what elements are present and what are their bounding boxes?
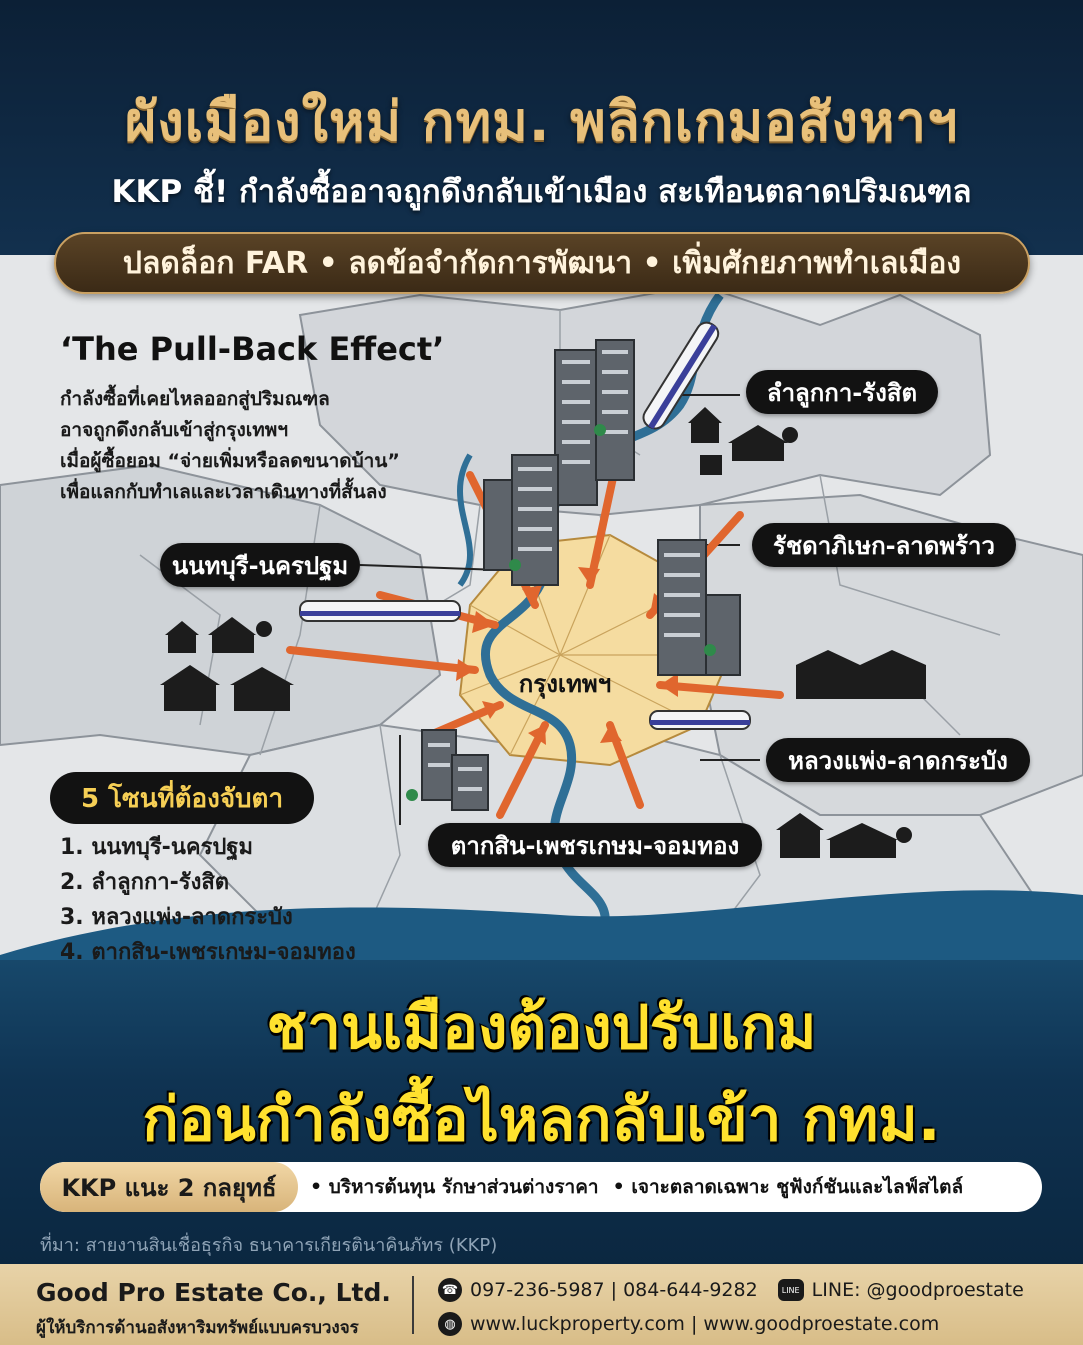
contact-phone-line: ☎ 097-236-5987 | 084-644-9282 LINE LINE:… xyxy=(438,1278,1024,1302)
headline-line-1: ชานเมืองต้องปรับเกม xyxy=(266,993,817,1063)
district-north xyxy=(298,283,992,517)
train-west xyxy=(299,600,461,622)
line-icon: LINE xyxy=(777,1279,804,1301)
bangkok-map xyxy=(0,283,1083,975)
houses-north xyxy=(688,407,798,475)
tower-group-east xyxy=(657,539,741,676)
label-ratchada: รัชดาภิเษก-ลาดพร้าว xyxy=(752,523,1016,567)
river-branch xyxy=(457,453,473,587)
footer-divider xyxy=(412,1276,414,1334)
footer: Good Pro Estate Co., Ltd. ผู้ให้บริการด้… xyxy=(0,1264,1083,1345)
district-west xyxy=(0,463,442,757)
strategy-items: • บริหารต้นทุน รักษาส่วนต่างราคา • เจาะต… xyxy=(298,1172,977,1202)
pullback-description: กำลังซื้อที่เคยไหลออกสู่ปริมณฑล อาจถูกดึ… xyxy=(60,384,480,508)
strategy-item: • เจาะตลาดเฉพาะ ชูฟังก์ชันและไลฟ์สไตล์ xyxy=(612,1176,964,1198)
pullback-line: เพื่อแลกกับทำเลและเวลาเดินทางที่สั้นลง xyxy=(60,481,387,503)
source-note: ที่มา: สายงานสินเชื่อธุรกิจ ธนาคารเกียรต… xyxy=(40,1235,498,1256)
houses-west xyxy=(160,617,294,711)
headline-line-2: ก่อนกำลังซื้อไหลกลับเข้า กทม. xyxy=(142,1085,941,1155)
line-id[interactable]: LINE: @goodproestate xyxy=(811,1279,1024,1301)
train-north xyxy=(642,321,720,430)
label-lamlukka: ลำลูกกา-รังสิต xyxy=(746,370,938,414)
strategy-bar: KKP แนะ 2 กลยุทธ์ • บริหารต้นทุน รักษาส่… xyxy=(40,1162,1042,1212)
pullback-title: ‘The Pull-Back Effect’ xyxy=(60,330,445,368)
train-east xyxy=(649,710,751,730)
zone-item: 1. นนทบุรี-นครปฐม xyxy=(60,835,253,860)
page-subtitle: KKP ชี้! กำลังซื้ออาจถูกดึงกลับเข้าเมือง… xyxy=(111,174,972,210)
label-taksin: ตากสิน-เพชรเกษม-จอมทอง xyxy=(428,823,762,867)
houses-east xyxy=(796,650,926,699)
zone-item: 2. ลำลูกกา-รังสิต xyxy=(60,870,230,895)
label-bangkok: กรุงเทพฯ xyxy=(518,670,612,698)
phone-numbers[interactable]: 097-236-5987 | 084-644-9282 xyxy=(470,1279,758,1301)
label-luangphaeng: หลวงแพ่ง-ลาดกระบัง xyxy=(766,738,1030,782)
zones-list: 1. นนทบุรี-นครปฐม 2. ลำลูกกา-รังสิต 3. ห… xyxy=(60,830,356,970)
tower-group-south xyxy=(421,729,489,811)
strategy-item: • บริหารต้นทุน รักษาส่วนต่างราคา xyxy=(310,1176,599,1198)
page-title: ผังเมืองใหม่ กทม. พลิกเกมอสังหาฯ xyxy=(124,90,959,153)
pullback-line: อาจถูกดึงกลับเข้าสู่กรุงเทพฯ xyxy=(60,419,288,441)
pullback-line: กำลังซื้อที่เคยไหลออกสู่ปริมณฑล xyxy=(60,388,330,410)
website-links[interactable]: www.luckproperty.com | www.goodproestate… xyxy=(470,1313,940,1335)
zones-title: 5 โซนที่ต้องจับตา xyxy=(50,772,314,824)
contact-web: ◍ www.luckproperty.com | www.goodproesta… xyxy=(438,1312,939,1336)
houses-south xyxy=(776,813,912,858)
pullback-line: เมื่อผู้ซื้อยอม “จ่ายเพิ่มหรือลดขนาดบ้าน… xyxy=(60,450,400,472)
feature-banner: ปลดล็อก FAR • ลดข้อจำกัดการพัฒนา • เพิ่ม… xyxy=(54,232,1030,294)
strategy-label: KKP แนะ 2 กลยุทธ์ xyxy=(40,1162,298,1212)
company-tagline: ผู้ให้บริการด้านอสังหาริมทรัพย์แบบครบวงจ… xyxy=(36,1318,359,1338)
zone-item: 3. หลวงแพ่ง-ลาดกระบัง xyxy=(60,905,293,930)
headline-background xyxy=(0,960,1083,1265)
phone-icon: ☎ xyxy=(438,1278,462,1302)
company-name: Good Pro Estate Co., Ltd. xyxy=(36,1278,391,1307)
gulf-sea xyxy=(0,890,1083,975)
globe-icon: ◍ xyxy=(438,1312,462,1336)
label-nonthaburi: นนทบุรี-นครปฐม xyxy=(160,543,360,587)
